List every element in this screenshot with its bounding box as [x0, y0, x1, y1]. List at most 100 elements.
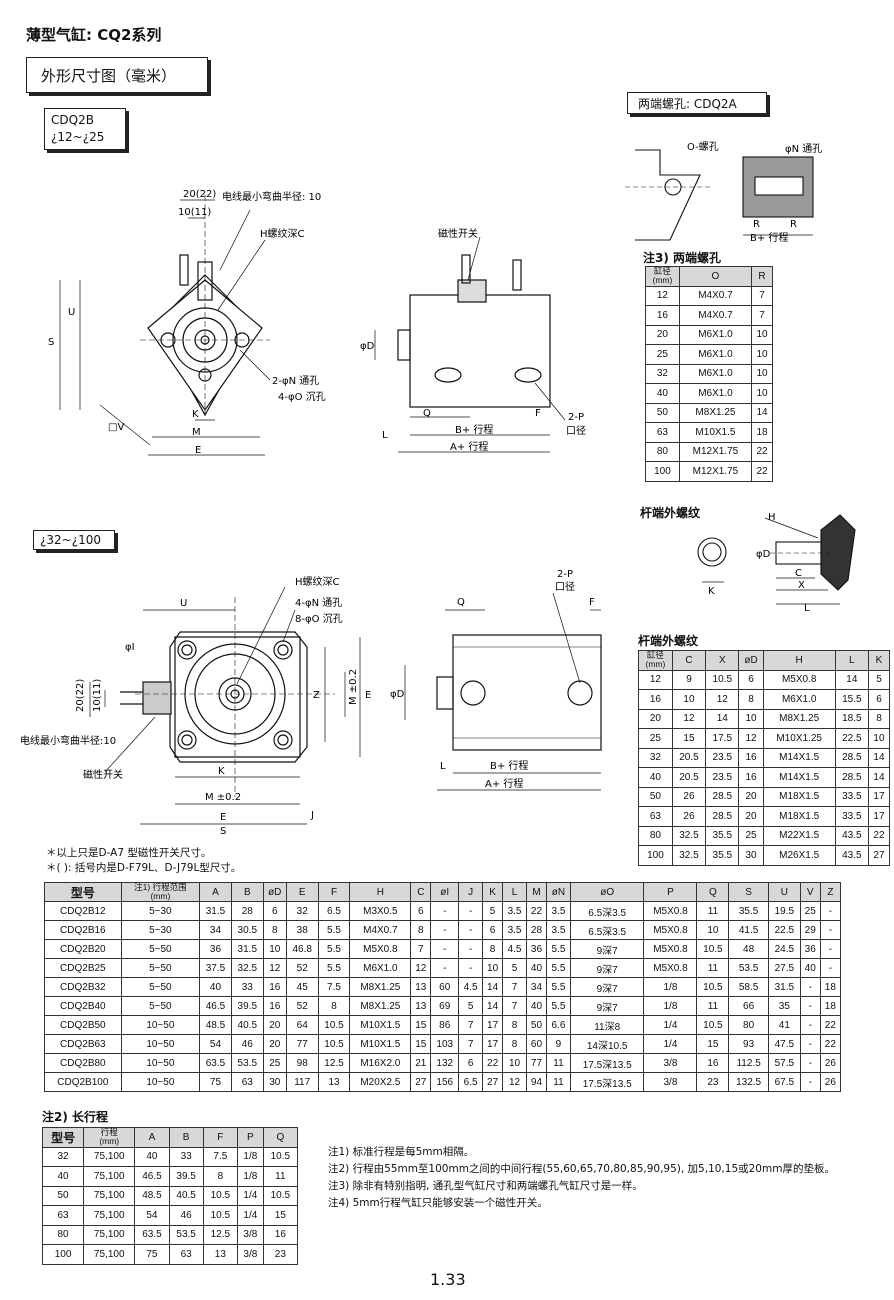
both-end-row-cell: M10X1.5 — [678, 422, 753, 443]
dim-U: U — [68, 307, 75, 318]
long-row-cell: 23 — [262, 1244, 299, 1265]
main-row-cell: 57.5 — [767, 1053, 801, 1073]
footnotes: ＊以上只是D-A7 型磁性开关尺寸。 ＊( ): 括号内是D-F79L、D-J7… — [46, 846, 241, 876]
drawing-front-large: H螺纹深C 4-φN 通孔 8-φO 沉孔 U φI Z M ±0.2 E K … — [20, 575, 371, 837]
rod-row-cell: 15 — [671, 728, 707, 749]
rod-row-cell: 15.5 — [834, 689, 869, 710]
dim-V: □V — [108, 422, 124, 433]
main-row-cell: 77 — [526, 1053, 547, 1073]
large-dim-I: φI — [125, 642, 135, 653]
main-header: C — [410, 882, 432, 902]
long-row-cell: 8 — [202, 1166, 238, 1187]
rod-row-cell: 10 — [867, 728, 891, 749]
main-row-cell: 6 — [458, 1053, 484, 1073]
main-row-cell: 1/8 — [643, 977, 698, 997]
large-dim-D: φD — [390, 689, 405, 700]
main-header: S — [728, 882, 769, 902]
th-bore: 缸径 (mm) — [645, 266, 680, 287]
long-row-cell: 46 — [168, 1205, 204, 1226]
main-row-cell: 30 — [262, 1072, 287, 1092]
large-through-hole: 4-φN 通孔 — [295, 597, 342, 609]
rod-row-cell: 40 — [638, 767, 673, 788]
long-header: F — [202, 1127, 238, 1148]
rod-row-cell: 16 — [738, 767, 764, 788]
main-row-cell: 1/8 — [643, 996, 698, 1016]
long-row-cell: 1/4 — [236, 1185, 264, 1206]
long-row-cell: 50 — [41, 1185, 85, 1206]
main-row-cell: 53.5 — [728, 958, 769, 978]
main-header: J — [458, 882, 484, 902]
main-row-cell: 5~30 — [120, 920, 201, 940]
main-row-cell: 8 — [262, 920, 287, 940]
main-row-cell: 7 — [458, 1015, 484, 1035]
rod-row-cell: 10 — [738, 708, 764, 729]
main-row-cell: 80 — [728, 1015, 769, 1035]
main-row-cell: 20 — [262, 1034, 287, 1054]
main-row-cell: - — [458, 901, 484, 921]
rod-row-cell: 35.5 — [705, 845, 740, 866]
main-row-cell: 46.8 — [285, 939, 319, 959]
both-end-row-cell: 20 — [645, 324, 680, 345]
main-row-cell: 10.5 — [696, 939, 730, 959]
main-row-cell: 13 — [410, 996, 432, 1016]
through-hole-label: 2-φN 通孔 — [272, 375, 319, 387]
main-row-cell: 93 — [728, 1034, 769, 1054]
bore-range: ¿12~¿25 — [51, 130, 105, 144]
drawing-cdq2a: O-螺孔 φN 通孔 R R B+ 行程 — [625, 141, 822, 244]
rod-row-cell: 20 — [738, 806, 764, 827]
main-row-cell: 25 — [262, 1053, 287, 1073]
main-row-cell: 5~50 — [120, 977, 201, 997]
main-row-cell: 50 — [526, 1015, 547, 1035]
main-row-cell: 10.5 — [696, 1015, 730, 1035]
long-row-cell: 75,100 — [83, 1244, 136, 1265]
main-row-cell: CDQ2B40 — [44, 996, 122, 1016]
long-row-cell: 33 — [168, 1146, 204, 1167]
drawing-front-small: 20(22) 10(11) 电线最小弯曲半径: 10 H螺纹深C U S K M… — [48, 189, 326, 456]
large-dim-F: F — [589, 597, 595, 608]
long-row-cell: 63 — [41, 1205, 85, 1226]
main-row-cell: CDQ2B25 — [44, 958, 122, 978]
main-row-cell: 46 — [230, 1034, 264, 1054]
long-header: B — [168, 1127, 204, 1148]
rod-dim-K: K — [708, 586, 715, 597]
dim-20-22: 20(22) — [183, 189, 216, 200]
port-label: 2-P — [568, 412, 584, 423]
main-row-cell: 40 — [526, 958, 547, 978]
main-row-cell: 11 — [545, 1053, 571, 1073]
main-row-cell: 27 — [410, 1072, 432, 1092]
both-end-row-cell: M6X1.0 — [678, 363, 753, 384]
rod-row-cell: 16 — [738, 747, 764, 768]
rod-row-cell: 23.5 — [705, 767, 740, 788]
main-header: H — [349, 882, 412, 902]
main-row-cell: 25 — [799, 901, 821, 921]
main-row-cell: M16X2.0 — [349, 1053, 412, 1073]
rod-row-cell: 20.5 — [671, 747, 707, 768]
rod-row-cell: 17 — [867, 786, 891, 807]
both-end-row-cell: M4X0.7 — [678, 285, 753, 306]
main-row-cell: 12 — [502, 1072, 527, 1092]
main-row-cell: M10X1.5 — [349, 1015, 412, 1035]
main-row-cell: 29 — [799, 920, 821, 940]
main-row-cell: 1/4 — [643, 1034, 698, 1054]
main-header: F — [317, 882, 351, 902]
main-row-cell: - — [819, 920, 842, 940]
main-row-cell: CDQ2B16 — [44, 920, 122, 940]
main-row-cell: 40 — [199, 977, 232, 997]
both-end-row-cell: 100 — [645, 461, 680, 482]
main-header: øI — [430, 882, 460, 902]
dim-D: φD — [360, 341, 375, 352]
rod-dim-H: H — [768, 512, 776, 523]
long-row-cell: 46.5 — [134, 1166, 170, 1187]
rod-row-cell: 12 — [738, 728, 764, 749]
